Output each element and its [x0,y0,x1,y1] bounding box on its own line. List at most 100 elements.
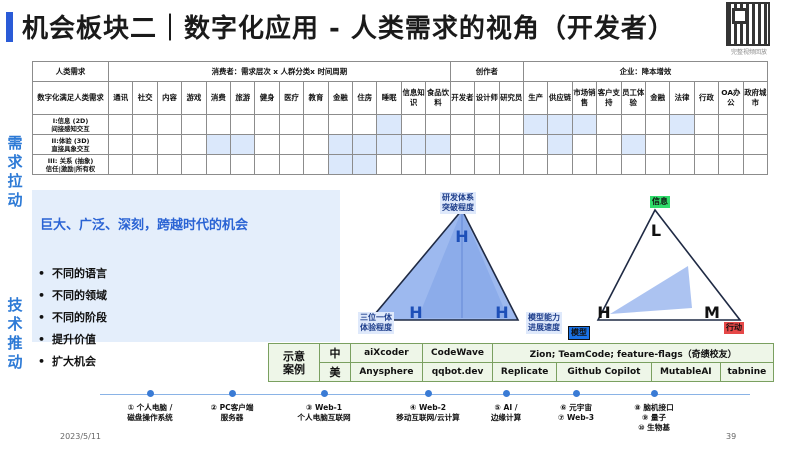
table-cell [742,134,769,155]
tag-action: 行动 [724,322,744,334]
region-cn: 中 [319,343,351,363]
timeline-stage-line: ② PC客户端 [210,403,254,412]
table-cell [254,154,280,175]
opportunity-heading: 巨大、广泛、深刻，跨越时代的机会 [40,218,249,233]
table-cell [205,114,232,135]
right-triangle-fill [610,266,692,314]
timeline-dot [503,390,510,397]
timeline-stage-line: 个人电脑互联网 [297,413,351,422]
right-vertex-top: L [651,221,661,240]
table-cell [669,134,695,155]
timeline-stage-line: 边缘计算 [490,413,522,422]
column-header: 住房 [352,81,378,115]
qr-code[interactable] [726,2,770,46]
timeline-dot [321,390,328,397]
column-header: 消费 [205,81,232,115]
table-cell [352,134,378,155]
table-cell [376,114,402,135]
table-cell [230,154,256,175]
table-cell [132,134,158,155]
right-vertex-right: M [704,303,720,322]
table-cell [132,114,158,135]
timeline-dot [573,390,580,397]
table-cell [400,134,427,155]
right-triangle [596,208,742,321]
table-cell [181,154,207,175]
list-item: 提升价值 [38,329,107,351]
timeline-dot [425,390,432,397]
timeline-dot [651,390,658,397]
table-cell [718,134,744,155]
level-name: II:体验 (3D) [51,136,90,145]
case-item: Anysphere [350,362,423,382]
timeline-stage-line: ⑤ AI / [494,403,518,412]
table-cell [327,154,354,175]
table-cell [620,134,646,155]
column-header: 开发者 [449,81,476,115]
table-cell [107,134,134,155]
column-header: 生产 [522,81,549,115]
column-header: 研究员 [498,81,524,115]
column-header: 金融 [327,81,354,115]
case-item: aiXcoder [350,343,423,363]
case-item: CodeWave [421,343,494,363]
table-cell [278,134,305,155]
needs-table: 人类需求 消费者：需求层次 x 人群分类x 时间周期 创作者 企业：降本增效 数… [32,61,769,175]
timeline-stage-line: ⑨ 量子 [641,413,667,422]
column-header: 内容 [156,81,183,115]
timeline-stage-line: ⑦ Web-3 [557,413,595,422]
table-row: 示意案例 中 aiXcoder CodeWave Zion; TeamCode;… [268,343,774,382]
list-item: 扩大机会 [38,351,107,373]
cases-label-text: 示意案例 [283,349,305,376]
left-vertex-left: H [409,303,422,322]
table-cell [181,114,207,135]
timeline-stage-line: ⑩ 生物基 [638,423,670,432]
side-char: 拉 [7,172,23,190]
level-name: I:信息 (2D) [52,116,89,125]
column-header: 金融 [644,81,671,115]
table-row: II:体验 (3D)直接具象交互 [32,134,769,155]
timeline-stage: ⑤ AI /边缘计算 [466,403,546,423]
tag-text: 三位一体 体验程度 [360,313,392,332]
level-label: III: 关系 (抽象)信任|激励|所有权 [32,154,109,175]
table-cell [156,114,183,135]
table-corner: 人类需求 [32,61,109,82]
triangle-diagrams: H H H L H M [340,190,770,342]
table-cell [449,154,476,175]
tag-model: 模型 [568,326,590,340]
table-cell [449,134,476,155]
table-cell [425,154,451,175]
case-item: qqbot.dev [421,362,494,382]
side-char: 术 [7,315,23,333]
table-cell [498,134,524,155]
column-header: 员工体验 [620,81,646,115]
page-number: 39 [726,432,737,441]
table-cell [425,114,451,135]
timeline-stage-line: ⑥ 元宇宙 [560,403,592,412]
column-header: 社交 [132,81,158,115]
timeline-stage-line: ① 个人电脑 / [127,403,173,412]
table-cell [400,154,427,175]
qr-caption: 完整视频回放 [730,49,767,56]
subheader-label: 数字化满足人类需求 [32,81,109,115]
table-cell [327,114,354,135]
column-header: 睡眠 [376,81,402,115]
example-cases-table: 示意案例 中 aiXcoder CodeWave Zion; TeamCode;… [268,343,775,382]
tag-text: 研发体系 突破程度 [442,193,474,212]
table-cell [181,134,207,155]
table-cell [352,154,378,175]
table-cell [205,154,232,175]
table-cell [303,154,329,175]
tag-text: 模型能力 进展速度 [528,313,560,332]
column-header: 通讯 [107,81,134,115]
cases-label: 示意案例 [268,343,320,382]
left-triangle-fill [418,210,508,318]
timeline-stage-line: ⑧ 脑机接口 [634,403,674,412]
level-name: III: 关系 (抽象) [47,156,94,165]
column-header: OA办公 [718,81,744,115]
list-item: 不同的语言 [38,263,107,285]
case-item: Replicate [492,362,558,382]
column-header: 医疗 [278,81,305,115]
group-consumer: 消费者：需求层次 x 人群分类x 时间周期 [108,61,451,82]
